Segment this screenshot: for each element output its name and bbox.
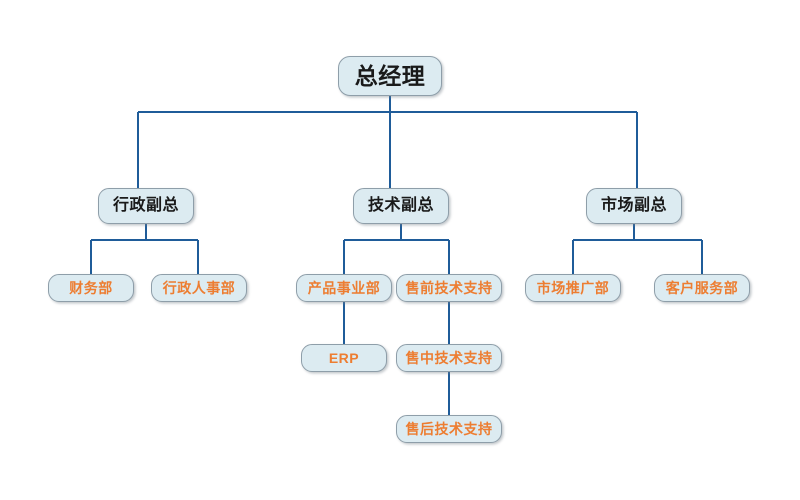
node-finance-dept[interactable]: 财务部 [48, 274, 134, 302]
node-label: 客户服务部 [665, 280, 739, 296]
node-label: 行政副总 [112, 197, 179, 214]
node-presales-support[interactable]: 售前技术支持 [396, 274, 502, 302]
node-aftersales-support[interactable]: 售后技术支持 [396, 415, 502, 443]
node-label: 行政人事部 [162, 280, 236, 296]
node-erp[interactable]: ERP [301, 344, 387, 372]
node-label: 市场推广部 [536, 280, 610, 296]
node-admin-vp[interactable]: 行政副总 [98, 188, 194, 224]
node-label: 售前技术支持 [405, 280, 493, 296]
node-label: 总经理 [354, 62, 426, 89]
node-hr-dept[interactable]: 行政人事部 [151, 274, 247, 302]
node-label: ERP [328, 350, 360, 366]
node-label: 财务部 [69, 280, 113, 296]
node-label: 产品事业部 [307, 280, 381, 296]
node-label: 技术副总 [367, 197, 434, 214]
node-tech-vp[interactable]: 技术副总 [353, 188, 449, 224]
node-label: 售后技术支持 [405, 421, 493, 437]
node-label: 售中技术支持 [405, 350, 493, 366]
node-general-manager[interactable]: 总经理 [338, 56, 442, 96]
node-midsales-support[interactable]: 售中技术支持 [396, 344, 502, 372]
node-market-vp[interactable]: 市场副总 [586, 188, 682, 224]
node-marketing-promotion-dept[interactable]: 市场推广部 [525, 274, 621, 302]
node-label: 市场副总 [600, 197, 667, 214]
node-customer-service-dept[interactable]: 客户服务部 [654, 274, 750, 302]
node-product-division[interactable]: 产品事业部 [296, 274, 392, 302]
